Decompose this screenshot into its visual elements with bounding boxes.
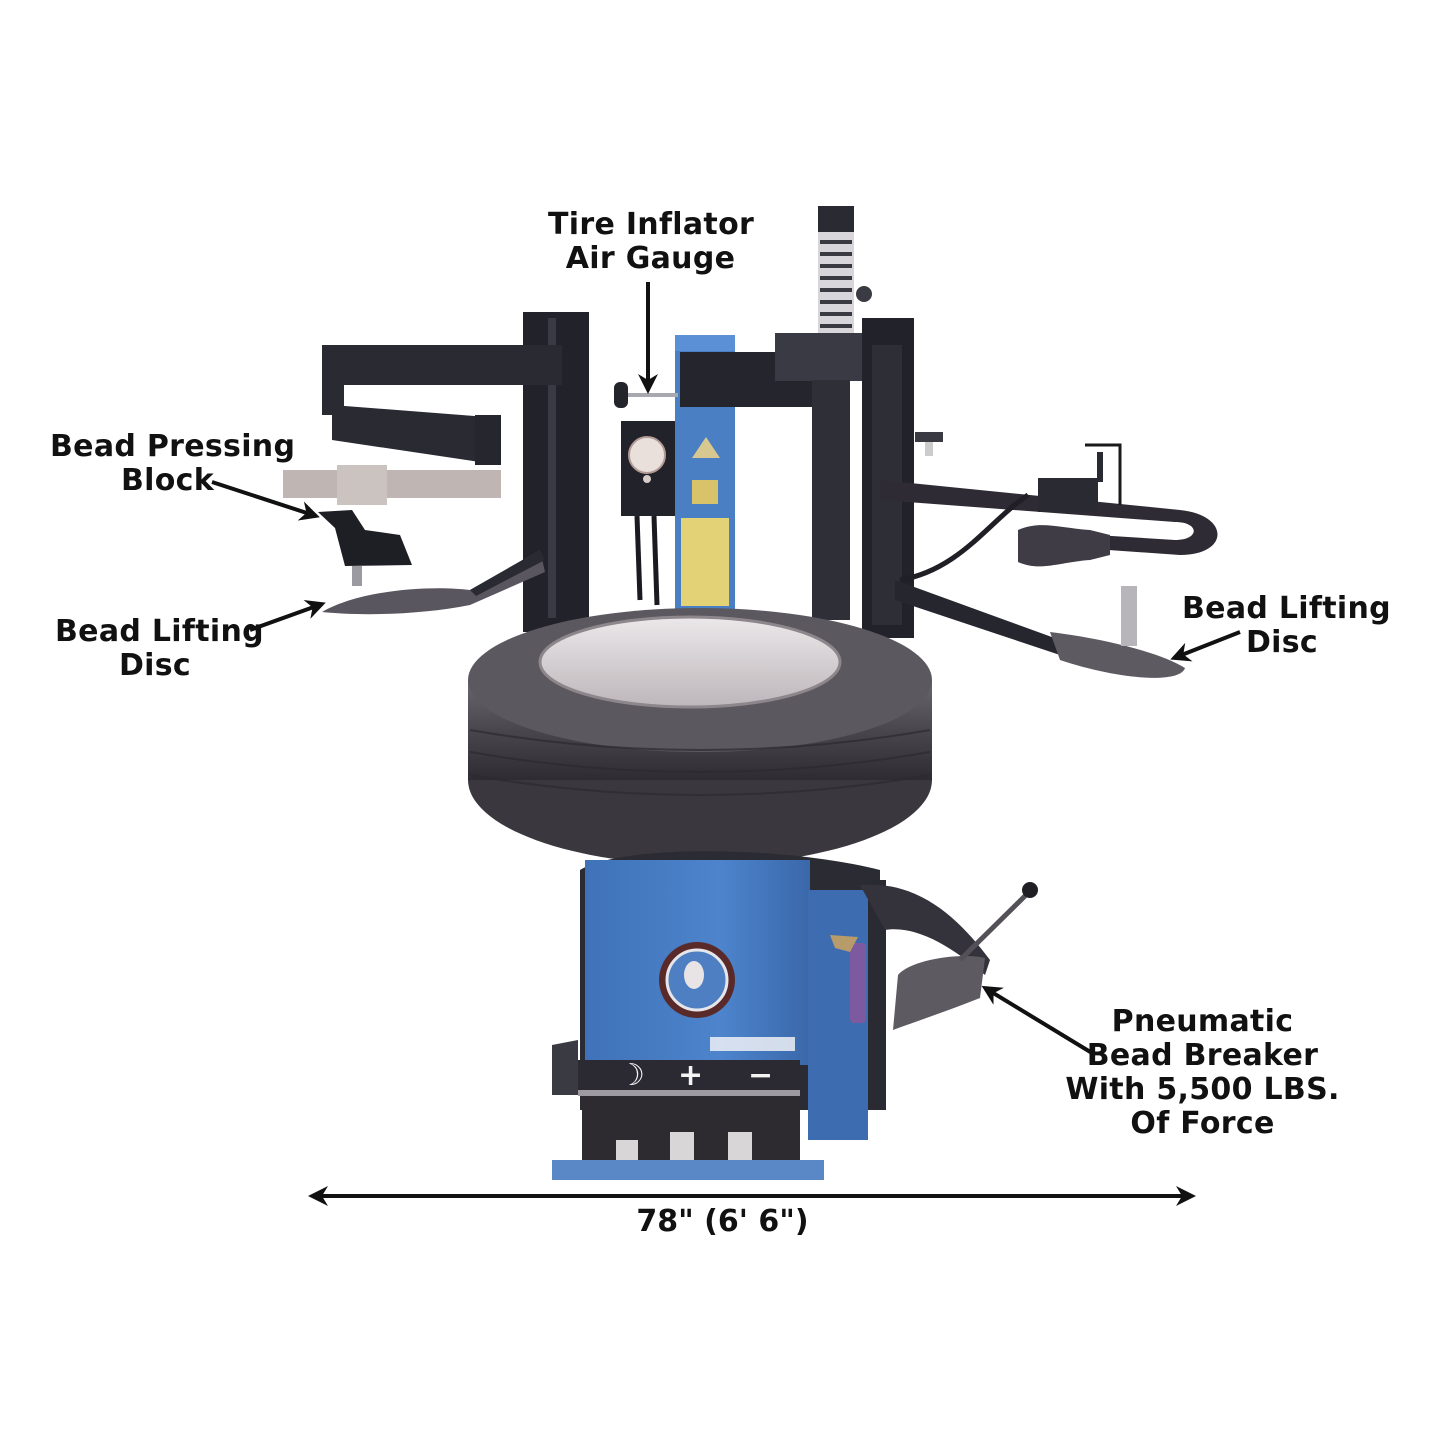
arrow-bead-pressing-block (211, 480, 320, 521)
callout-line: Air Gauge (565, 241, 736, 276)
callout-line: Pneumatic (1111, 1004, 1294, 1039)
minus-symbol-icon: − (748, 1058, 774, 1093)
callout-line: Of Force (1130, 1106, 1275, 1141)
right-helper-arm-assembly (880, 432, 1218, 678)
callout-arrows (211, 282, 1241, 1206)
tire-and-wheel (468, 608, 932, 865)
bead-breaker-assembly (860, 882, 1038, 1030)
width-dimension-label: 78" (6' 6") (636, 1204, 809, 1239)
callout-pneumatic-bead-breaker: Pneumatic Bead Breaker With 5,500 LBS. O… (1060, 1005, 1345, 1141)
callout-line: Tire Inflator (548, 207, 755, 242)
callout-line: Disc (1245, 625, 1319, 660)
arrow-bead-breaker (981, 985, 1094, 1055)
main-mount-column (680, 206, 914, 638)
left-helper-arm-assembly (283, 312, 589, 632)
callout-line: Bead Pressing (50, 429, 296, 464)
arrow-bead-lifting-disc-left (249, 600, 326, 632)
callout-bead-pressing-block: Bead Pressing Block (50, 429, 296, 498)
callout-line: Bead Lifting (1182, 591, 1391, 626)
callout-tire-inflator: Tire Inflator Air Gauge (548, 207, 755, 276)
callout-bead-lifting-disc-left: Bead Lifting Disc (55, 614, 264, 683)
base-cabinet (552, 851, 886, 1180)
callout-line: With 5,500 LBS. (1065, 1072, 1340, 1107)
callout-bead-lifting-disc-right: Bead Lifting Disc (1182, 591, 1391, 660)
rotate-symbol-icon: ☽ (618, 1058, 645, 1093)
callout-line: Disc (118, 648, 192, 683)
callout-line: Bead Lifting (55, 614, 264, 649)
callout-line: Block (121, 463, 214, 498)
arrow-bead-lifting-disc-right (1170, 630, 1241, 662)
callout-line: Bead Breaker (1086, 1038, 1319, 1073)
plus-symbol-icon: + (678, 1058, 704, 1093)
